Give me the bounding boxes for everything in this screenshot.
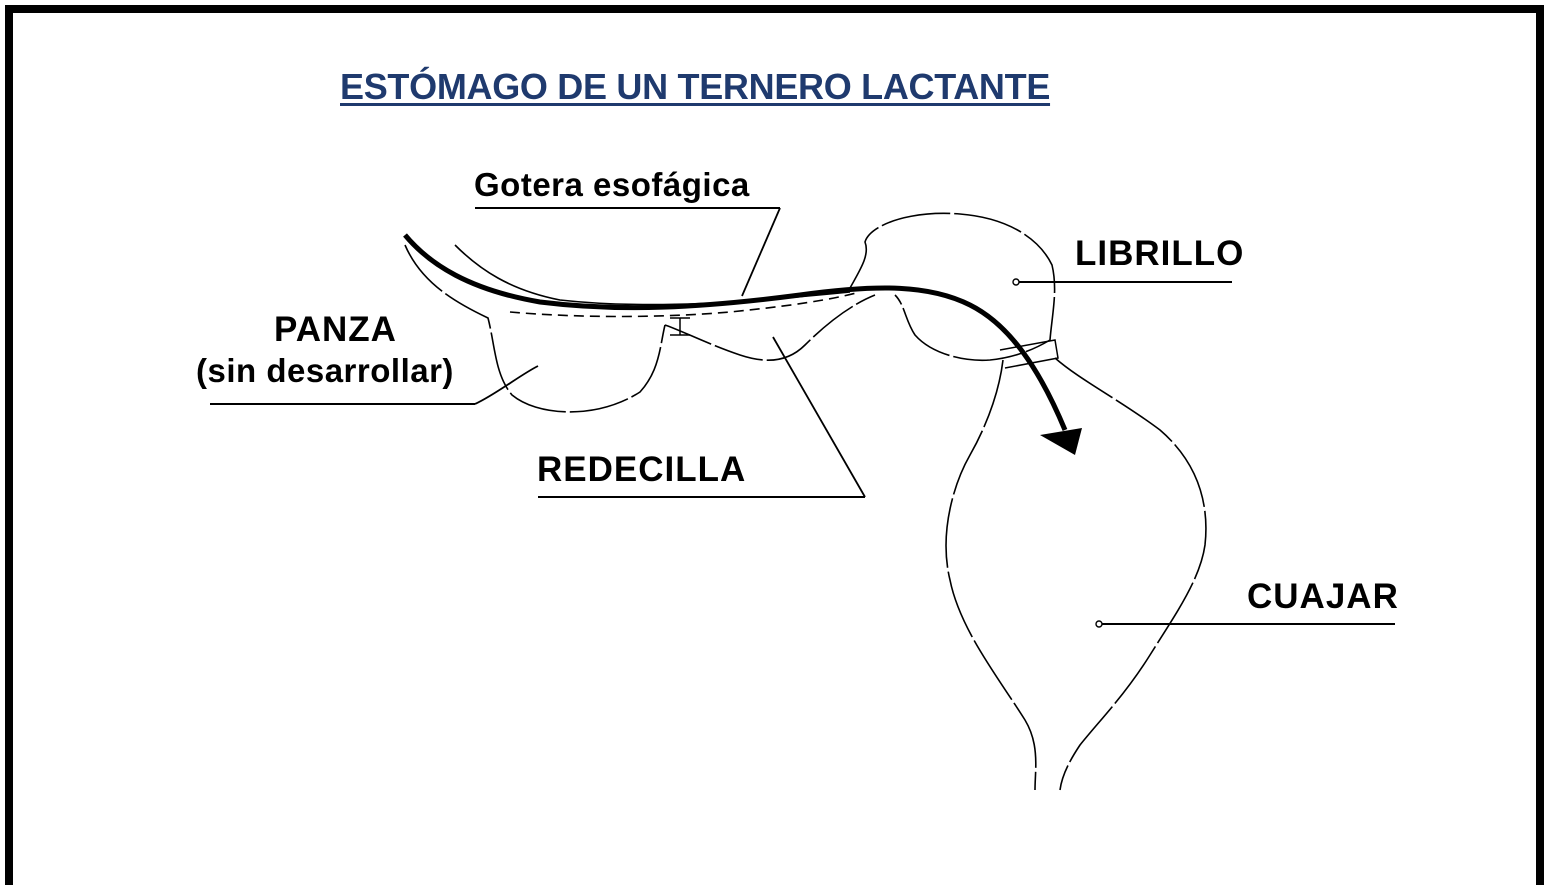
gotera-leader	[741, 207, 781, 297]
abomasum-outline-right	[1054, 357, 1207, 791]
librillo-leader-dot	[1012, 278, 1020, 286]
label-panza-subtitle: (sin desarrollar)	[196, 352, 454, 389]
panza-leader	[474, 365, 539, 405]
omasum-outline	[849, 212, 1056, 362]
label-panza: PANZA	[274, 310, 397, 349]
esophagus-outline	[454, 244, 851, 306]
reticulum-outline	[664, 294, 876, 361]
esophageal-groove-arrow-path	[403, 233, 1068, 431]
diagram-frame	[5, 5, 1544, 885]
cuajar-leader-dot	[1095, 620, 1103, 628]
omasum-junction-marks	[999, 339, 1059, 369]
groove-dashed-line	[509, 291, 861, 318]
arrow-head	[1040, 428, 1082, 455]
rumen-outline	[404, 244, 666, 413]
abomasum-outline-left	[945, 359, 1037, 791]
label-redecilla: REDECILLA	[537, 450, 747, 489]
label-cuajar: CUAJAR	[1247, 577, 1399, 616]
label-librillo: LIBRILLO	[1075, 234, 1245, 273]
junction-marks	[670, 317, 690, 336]
redecilla-leader	[772, 336, 866, 498]
diagram-title: ESTÓMAGO DE UN TERNERO LACTANTE	[340, 66, 1051, 107]
label-gotera-esofagica: Gotera esofágica	[474, 166, 750, 203]
